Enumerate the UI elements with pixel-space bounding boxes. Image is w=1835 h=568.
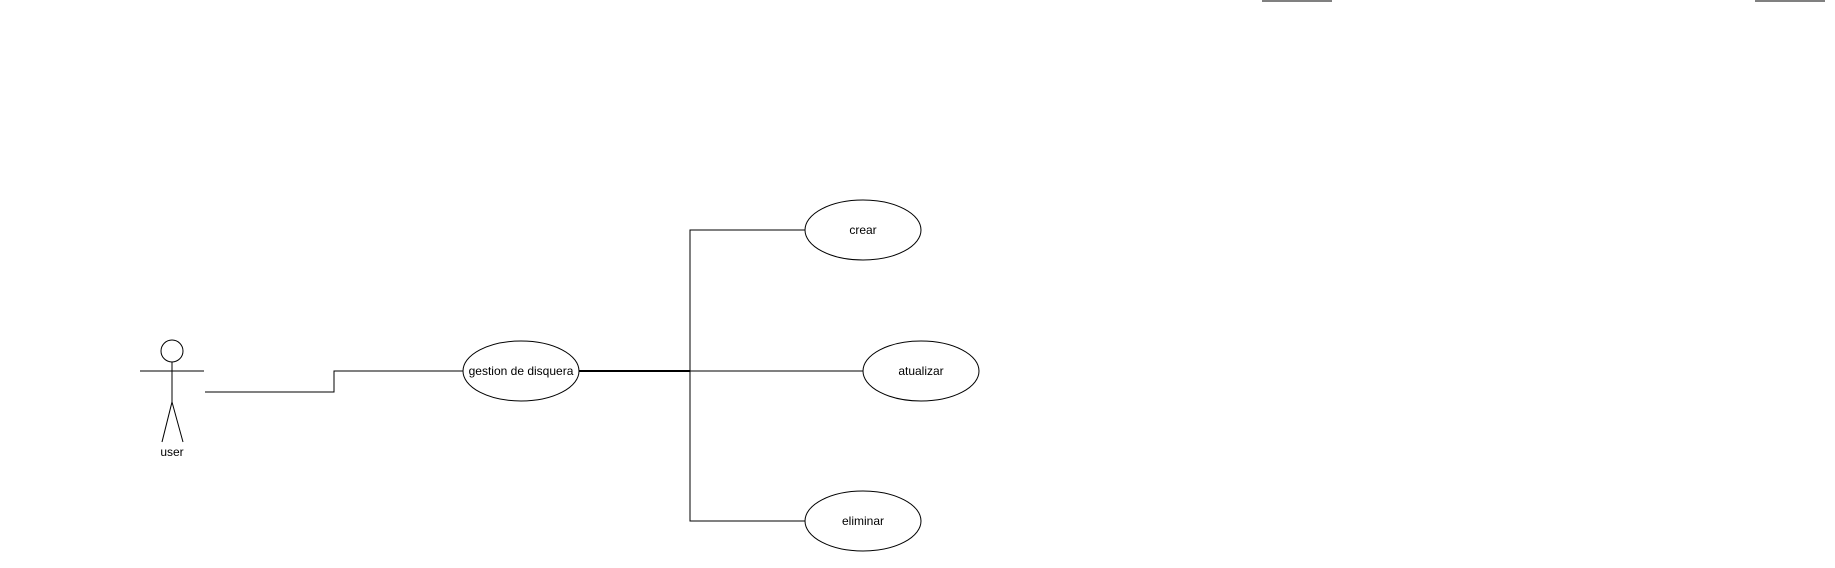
use-case-atualizar[interactable]: atualizar [862,340,980,402]
use-case-ellipse [462,340,580,402]
use-case-ellipse [862,340,980,402]
connector-to-crear [689,229,805,371]
use-case-ellipse [804,199,922,261]
actor-label: user [160,445,183,459]
use-case-label: eliminar [842,514,884,528]
actor-right-leg [171,401,184,443]
association-user-gestion [205,370,463,393]
use-case-label: atualizar [898,364,943,378]
use-case-gestion-de-disquera[interactable]: gestion de disquera [462,340,580,402]
actor-left-leg [161,401,173,443]
actor-head [160,339,184,363]
use-case-eliminar[interactable]: eliminar [804,490,922,552]
use-case-crear[interactable]: crear [804,199,922,261]
use-case-ellipse [804,490,922,552]
use-case-label: gestion de disquera [469,364,574,378]
connector-to-eliminar [689,371,805,522]
use-case-label: crear [849,223,876,237]
actor-user[interactable]: user [140,339,204,459]
